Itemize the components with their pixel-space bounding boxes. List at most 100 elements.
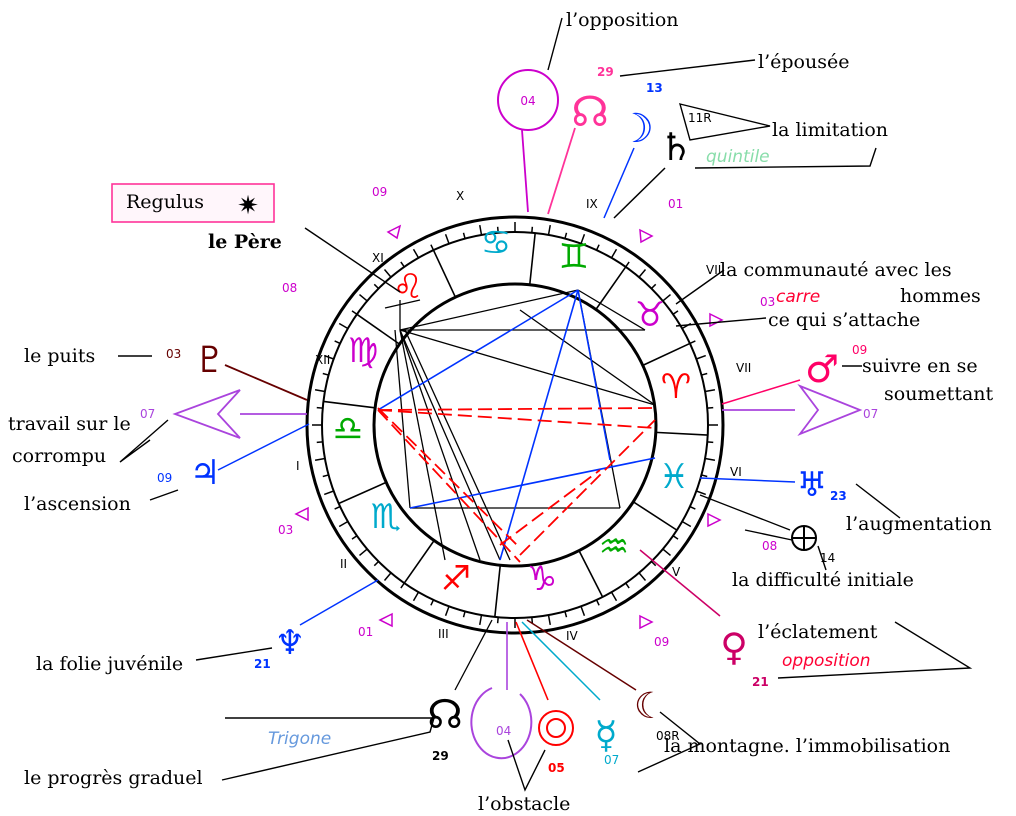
node-icon: ☊ — [571, 87, 608, 136]
aspect-line — [399, 289, 579, 331]
degree-tick — [650, 560, 657, 567]
house-degree: 01 — [668, 197, 683, 211]
house-numerals: I II III IV V VI VII VIII IX X XI XII — [296, 189, 751, 643]
house-XII: XII — [315, 353, 330, 367]
pointer-line — [721, 379, 801, 405]
aspect-line — [399, 329, 481, 561]
connector — [149, 489, 179, 501]
sun-icon — [538, 710, 574, 746]
degree-tick — [638, 269, 647, 278]
pointer-line — [699, 494, 791, 531]
aspect-line — [519, 309, 656, 406]
connector — [675, 317, 767, 327]
house-degree: 03 — [760, 295, 775, 309]
pointer-line — [224, 364, 308, 401]
sign-divider — [494, 565, 502, 618]
degree-tick — [696, 354, 707, 360]
degree-tick — [316, 406, 323, 409]
jupiter-degree: 09 — [157, 471, 172, 485]
aries-icon: ♈ — [661, 367, 691, 407]
venus-degree: 21 — [752, 675, 769, 689]
zodiac-wheel — [305, 215, 725, 635]
opposition-circle-icon — [497, 69, 559, 131]
degree-ticks — [312, 222, 718, 628]
sun-degree: 05 — [548, 761, 565, 775]
label-opposition: l’opposition — [566, 9, 679, 31]
degree-tick — [479, 224, 483, 236]
leo-icon: ♌ — [393, 267, 423, 307]
south-node-degree: 29 — [432, 749, 449, 763]
aspect-line — [394, 329, 411, 509]
virgo-icon: ♍ — [348, 331, 378, 371]
degree-tick — [610, 248, 618, 259]
degree-tick — [412, 591, 420, 602]
connector — [221, 717, 435, 781]
house-VI: VI — [730, 465, 742, 479]
aspect-line — [377, 409, 521, 563]
degree-tick — [595, 244, 600, 251]
degree-tick — [359, 548, 368, 557]
degree-tick — [400, 261, 405, 268]
sign-divider — [432, 249, 457, 298]
degree-tick — [531, 226, 534, 233]
mars-icon: ♂ — [805, 347, 839, 391]
degree-tick — [580, 233, 586, 244]
connector — [637, 711, 702, 773]
degree-tick — [704, 457, 716, 461]
regulus-label: Regulus — [126, 191, 204, 213]
connector — [694, 147, 877, 169]
moon-degree: 13 — [646, 81, 663, 95]
house-I: I — [296, 459, 300, 473]
degree-tick — [681, 520, 692, 528]
degree-tick — [479, 614, 483, 626]
degree-tick — [650, 283, 657, 290]
uranus-degree: 23 — [830, 489, 847, 503]
uranus-icon: ♅ — [797, 465, 827, 505]
aspect-line — [519, 419, 656, 556]
planets: 04 ☊ 29 ☽ 13 ♄ 11R ♇ 03 07 ♃ 09 ♂ 09 07 — [140, 65, 878, 775]
label-eclatement: l’éclatement — [758, 621, 878, 643]
degree-tick — [689, 505, 696, 510]
degree-tick — [496, 617, 499, 624]
cusp-marker — [378, 612, 393, 628]
degree-tick — [672, 310, 679, 315]
sun-icon-inner — [546, 718, 566, 738]
degree-tick — [610, 591, 618, 602]
degree-tick — [323, 490, 334, 496]
regulus-box — [111, 183, 275, 223]
degree-tick — [662, 548, 671, 557]
neptune-degree: 21 — [254, 657, 271, 671]
label-montagne: la montagne. l’immobilisation — [664, 735, 950, 757]
pointer-line — [639, 549, 721, 617]
degree-tick — [322, 372, 329, 376]
label-difficulte: la difficulté initiale — [732, 569, 914, 591]
label-suivre: suivre en se — [862, 355, 978, 377]
cusp-marker — [639, 614, 654, 630]
aspect-line — [577, 289, 646, 331]
sign-glyphs: ♊ ♋ ♌ ♍ ♎ ♏ ♐ ♑ ♒ ♓ ♈ ♉ — [333, 223, 691, 599]
degree-tick — [322, 474, 329, 478]
degree-tick — [531, 617, 534, 624]
label-obstacle: l’obstacle — [478, 793, 570, 815]
degree-tick — [625, 261, 630, 268]
pointer-line — [521, 621, 601, 701]
degree-tick — [430, 599, 435, 606]
label-limitation: la limitation — [772, 119, 888, 141]
aspect-line — [377, 289, 579, 411]
degree-tick — [412, 248, 420, 259]
degree-tick — [701, 372, 708, 376]
label-communaute: la communauté avec les — [720, 259, 952, 281]
opposition-arc-icon — [470, 687, 533, 760]
degree-tick — [672, 535, 679, 540]
mercury-icon: ☿ — [594, 713, 617, 757]
venus-icon: ♀ — [720, 625, 748, 669]
scorpio-icon: ♏ — [371, 497, 401, 537]
degree-tick — [400, 582, 405, 589]
node-degree: 29 — [597, 65, 614, 79]
saturn-degree: 11R — [688, 111, 712, 125]
pointer-line — [603, 147, 635, 219]
opposition-degree: 04 — [520, 94, 535, 108]
libra-icon: ♎ — [333, 409, 363, 449]
label-travail: travail sur le — [8, 413, 131, 435]
degree-tick — [580, 606, 586, 617]
